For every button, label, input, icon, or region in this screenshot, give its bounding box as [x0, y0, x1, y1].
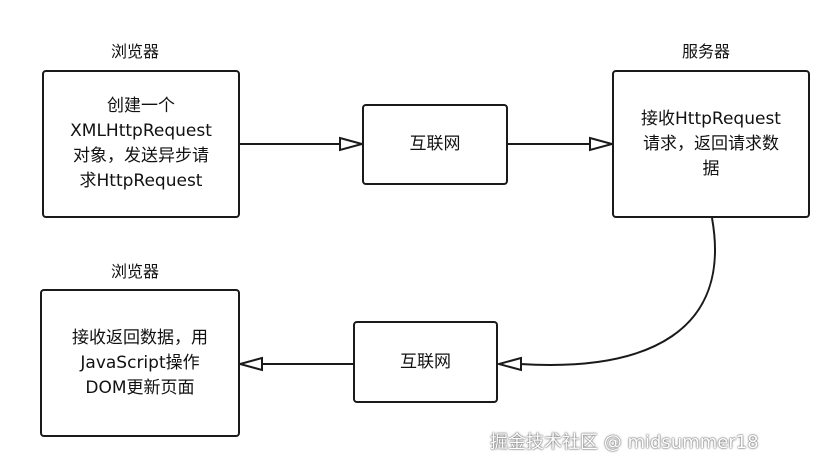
- arrowhead-internet-to-browser: [236, 356, 263, 372]
- node-browser-request: 创建一个 XMLHttpRequest 对象，发送异步请 求HttpReques…: [42, 70, 240, 218]
- watermark: 掘金技术社区 @ midsummer18: [490, 432, 759, 453]
- node-browser-render: 接收返回数据，用 JavaScript操作 DOM更新页面: [40, 289, 240, 437]
- node-internet-top: 互联网: [362, 104, 508, 185]
- arrowhead-server-to-internet: [495, 356, 522, 372]
- heading-browser-top: 浏览器: [111, 42, 160, 61]
- arrowhead-internet-to-server: [589, 136, 616, 152]
- heading-server: 服务器: [682, 42, 731, 61]
- node-internet-bottom: 互联网: [353, 321, 498, 403]
- arrow-server-to-internet: [519, 217, 716, 366]
- heading-browser-bottom: 浏览器: [111, 262, 160, 281]
- arrowhead-browser-to-internet: [339, 136, 366, 152]
- node-server-process: 接收HttpRequest 请求，返回请求数 据: [612, 70, 810, 218]
